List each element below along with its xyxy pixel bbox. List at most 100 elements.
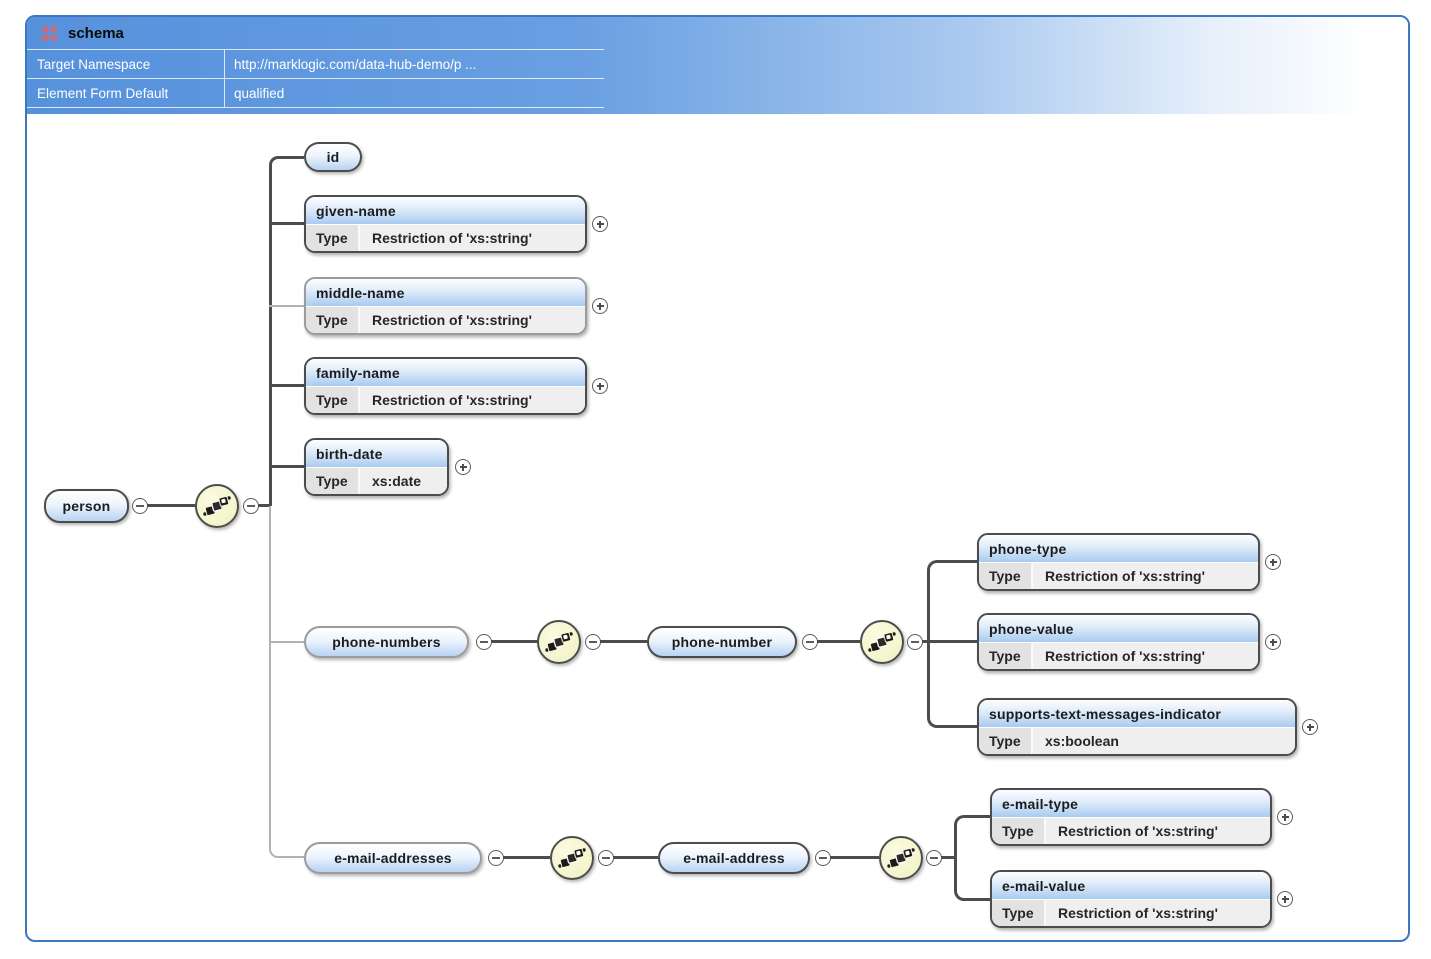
meta-row-element-form-default: Element Form Default qualified [27, 78, 604, 108]
element-phone-value-label: phone-value [979, 615, 1258, 643]
element-birth-date[interactable]: birth-date Type xs:date [304, 438, 449, 496]
collapse-minus-icon[interactable] [802, 634, 818, 650]
connector [817, 640, 860, 643]
element-id-label: id [326, 149, 340, 165]
collapse-minus-icon[interactable] [488, 850, 504, 866]
branch-connector [927, 641, 977, 728]
element-e-mail-value[interactable]: e-mail-value Type Restriction of 'xs:str… [990, 870, 1272, 928]
sequence-icon[interactable] [537, 620, 581, 664]
expand-plus-icon[interactable] [592, 216, 608, 232]
connector-optional [269, 641, 304, 643]
expand-plus-icon[interactable] [1265, 554, 1281, 570]
type-label: Type [306, 307, 360, 333]
sequence-icon[interactable] [860, 620, 904, 664]
expand-plus-icon[interactable] [592, 378, 608, 394]
meta-label: Element Form Default [37, 85, 169, 101]
element-family-name-type: Restriction of 'xs:string' [360, 387, 585, 413]
element-e-mail-value-type: Restriction of 'xs:string' [1046, 900, 1270, 926]
schema-grid-icon [42, 25, 57, 41]
type-label: Type [306, 387, 360, 413]
type-label: Type [992, 900, 1046, 926]
element-middle-name-type: Restriction of 'xs:string' [360, 307, 585, 333]
collapse-minus-icon[interactable] [598, 850, 614, 866]
element-given-name-type: Restriction of 'xs:string' [360, 225, 585, 251]
collapse-minus-icon[interactable] [476, 634, 492, 650]
element-phone-numbers-label: phone-numbers [332, 634, 441, 650]
tree-trunk-optional [269, 506, 304, 858]
element-family-name[interactable]: family-name Type Restriction of 'xs:stri… [304, 357, 587, 415]
element-supports-text-messages-indicator-type: xs:boolean [1033, 728, 1295, 754]
tree-trunk-required [269, 156, 304, 506]
element-middle-name[interactable]: middle-name Type Restriction of 'xs:stri… [304, 277, 587, 335]
element-given-name-label: given-name [306, 197, 585, 225]
element-e-mail-value-label: e-mail-value [992, 872, 1270, 900]
element-e-mail-addresses[interactable]: e-mail-addresses [304, 842, 482, 874]
expand-plus-icon[interactable] [592, 298, 608, 314]
connector [147, 504, 195, 507]
schema-diagram-panel: schema Target Namespace http://marklogic… [25, 15, 1410, 942]
element-e-mail-type-label: e-mail-type [992, 790, 1270, 818]
element-e-mail-type[interactable]: e-mail-type Type Restriction of 'xs:stri… [990, 788, 1272, 846]
connector [269, 384, 304, 387]
element-phone-number-label: phone-number [671, 634, 773, 650]
connector [922, 640, 977, 643]
type-label: Type [979, 563, 1033, 589]
element-birth-date-type: xs:date [360, 468, 447, 494]
type-label: Type [306, 225, 360, 251]
element-phone-number[interactable]: phone-number [647, 626, 797, 658]
connector [600, 640, 647, 643]
collapse-minus-icon[interactable] [585, 634, 601, 650]
schema-title: schema [68, 24, 124, 42]
schema-meta-table: Target Namespace http://marklogic.com/da… [27, 49, 604, 108]
element-phone-type-type: Restriction of 'xs:string' [1033, 563, 1258, 589]
element-given-name[interactable]: given-name Type Restriction of 'xs:strin… [304, 195, 587, 253]
connector [269, 465, 304, 468]
expand-plus-icon[interactable] [1302, 719, 1318, 735]
element-supports-text-messages-indicator[interactable]: supports-text-messages-indicator Type xs… [977, 698, 1297, 756]
element-phone-type[interactable]: phone-type Type Restriction of 'xs:strin… [977, 533, 1260, 591]
expand-plus-icon[interactable] [1265, 634, 1281, 650]
connector [258, 504, 269, 507]
connector [491, 640, 537, 643]
element-middle-name-label: middle-name [306, 279, 585, 307]
collapse-minus-icon[interactable] [907, 634, 923, 650]
connector [941, 856, 954, 859]
meta-value-target-namespace: http://marklogic.com/data-hub-demo/p ... [224, 50, 604, 78]
expand-plus-icon[interactable] [1277, 809, 1293, 825]
sequence-icon[interactable] [879, 836, 923, 880]
sequence-icon[interactable] [195, 484, 239, 528]
meta-value-element-form-default: qualified [224, 79, 604, 107]
collapse-minus-icon[interactable] [243, 498, 259, 514]
connector [613, 856, 658, 859]
element-birth-date-label: birth-date [306, 440, 447, 468]
branch-connector [954, 857, 990, 901]
element-e-mail-address[interactable]: e-mail-address [658, 842, 810, 874]
expand-plus-icon[interactable] [1277, 891, 1293, 907]
type-label: Type [306, 468, 360, 494]
collapse-minus-icon[interactable] [926, 850, 942, 866]
schema-title-row: schema [27, 17, 604, 49]
element-phone-value-type: Restriction of 'xs:string' [1033, 643, 1258, 669]
collapse-minus-icon[interactable] [815, 850, 831, 866]
element-e-mail-address-label: e-mail-address [683, 850, 785, 866]
element-phone-value[interactable]: phone-value Type Restriction of 'xs:stri… [977, 613, 1260, 671]
element-e-mail-addresses-label: e-mail-addresses [334, 850, 452, 866]
element-phone-numbers[interactable]: phone-numbers [304, 626, 469, 658]
connector [269, 222, 304, 225]
element-id[interactable]: id [304, 142, 362, 172]
type-label: Type [992, 818, 1046, 844]
meta-row-target-namespace: Target Namespace http://marklogic.com/da… [27, 49, 604, 78]
schema-header: schema Target Namespace http://marklogic… [27, 17, 1408, 114]
sequence-icon[interactable] [550, 836, 594, 880]
type-label: Type [979, 728, 1033, 754]
connector [503, 856, 550, 859]
connector [830, 856, 879, 859]
type-label: Type [979, 643, 1033, 669]
element-person-label: person [62, 498, 111, 514]
element-supports-text-messages-indicator-label: supports-text-messages-indicator [979, 700, 1295, 728]
collapse-minus-icon[interactable] [132, 498, 148, 514]
element-person[interactable]: person [44, 489, 129, 523]
element-e-mail-type-type: Restriction of 'xs:string' [1046, 818, 1270, 844]
connector-optional [269, 305, 304, 307]
expand-plus-icon[interactable] [455, 459, 471, 475]
